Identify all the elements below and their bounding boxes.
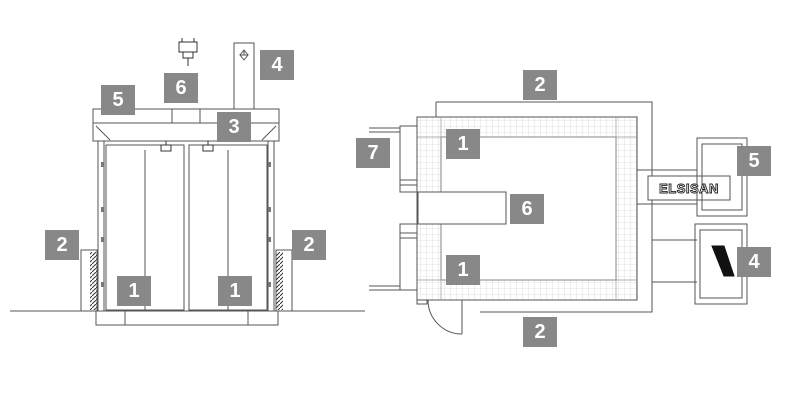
arrow-up-icon <box>238 49 250 61</box>
plan-view <box>369 101 748 335</box>
tag-plan-right-bottom-unit: 4 <box>737 247 771 277</box>
tag-front-top-left-unit: 5 <box>101 85 135 115</box>
right-unit-top <box>696 137 748 217</box>
swing-door <box>416 299 463 335</box>
base-plinth <box>95 310 279 326</box>
tag-front-center-unit: 3 <box>217 112 251 142</box>
tag-plan-center-module: 6 <box>510 194 544 224</box>
center-module <box>417 191 507 225</box>
header-band <box>92 122 280 142</box>
plan-outer-frame <box>436 101 653 313</box>
tag-plan-door-upper: 1 <box>446 129 480 159</box>
brand-panel <box>647 175 731 201</box>
lamp-icon <box>178 38 198 66</box>
tag-plan-door-lower: 1 <box>446 255 480 285</box>
tag-front-door-right: 1 <box>218 276 252 306</box>
fan-icon <box>711 245 735 277</box>
right-post <box>267 140 275 312</box>
tag-plan-top: 2 <box>523 70 557 100</box>
tag-front-top-fixture: 6 <box>164 73 198 103</box>
tag-front-chimney: 4 <box>260 50 294 80</box>
tag-front-side-left: 2 <box>45 230 79 260</box>
tag-plan-right-top-unit: 5 <box>737 146 771 176</box>
tag-front-door-left: 1 <box>117 276 151 306</box>
left-door <box>369 125 418 291</box>
left-post <box>97 140 105 312</box>
tag-plan-bottom: 2 <box>523 317 557 347</box>
chimney <box>233 42 255 110</box>
tag-front-side-right: 2 <box>292 230 326 260</box>
tag-plan-left-door: 7 <box>356 138 390 168</box>
brand-text: ELSISAN <box>659 181 719 196</box>
